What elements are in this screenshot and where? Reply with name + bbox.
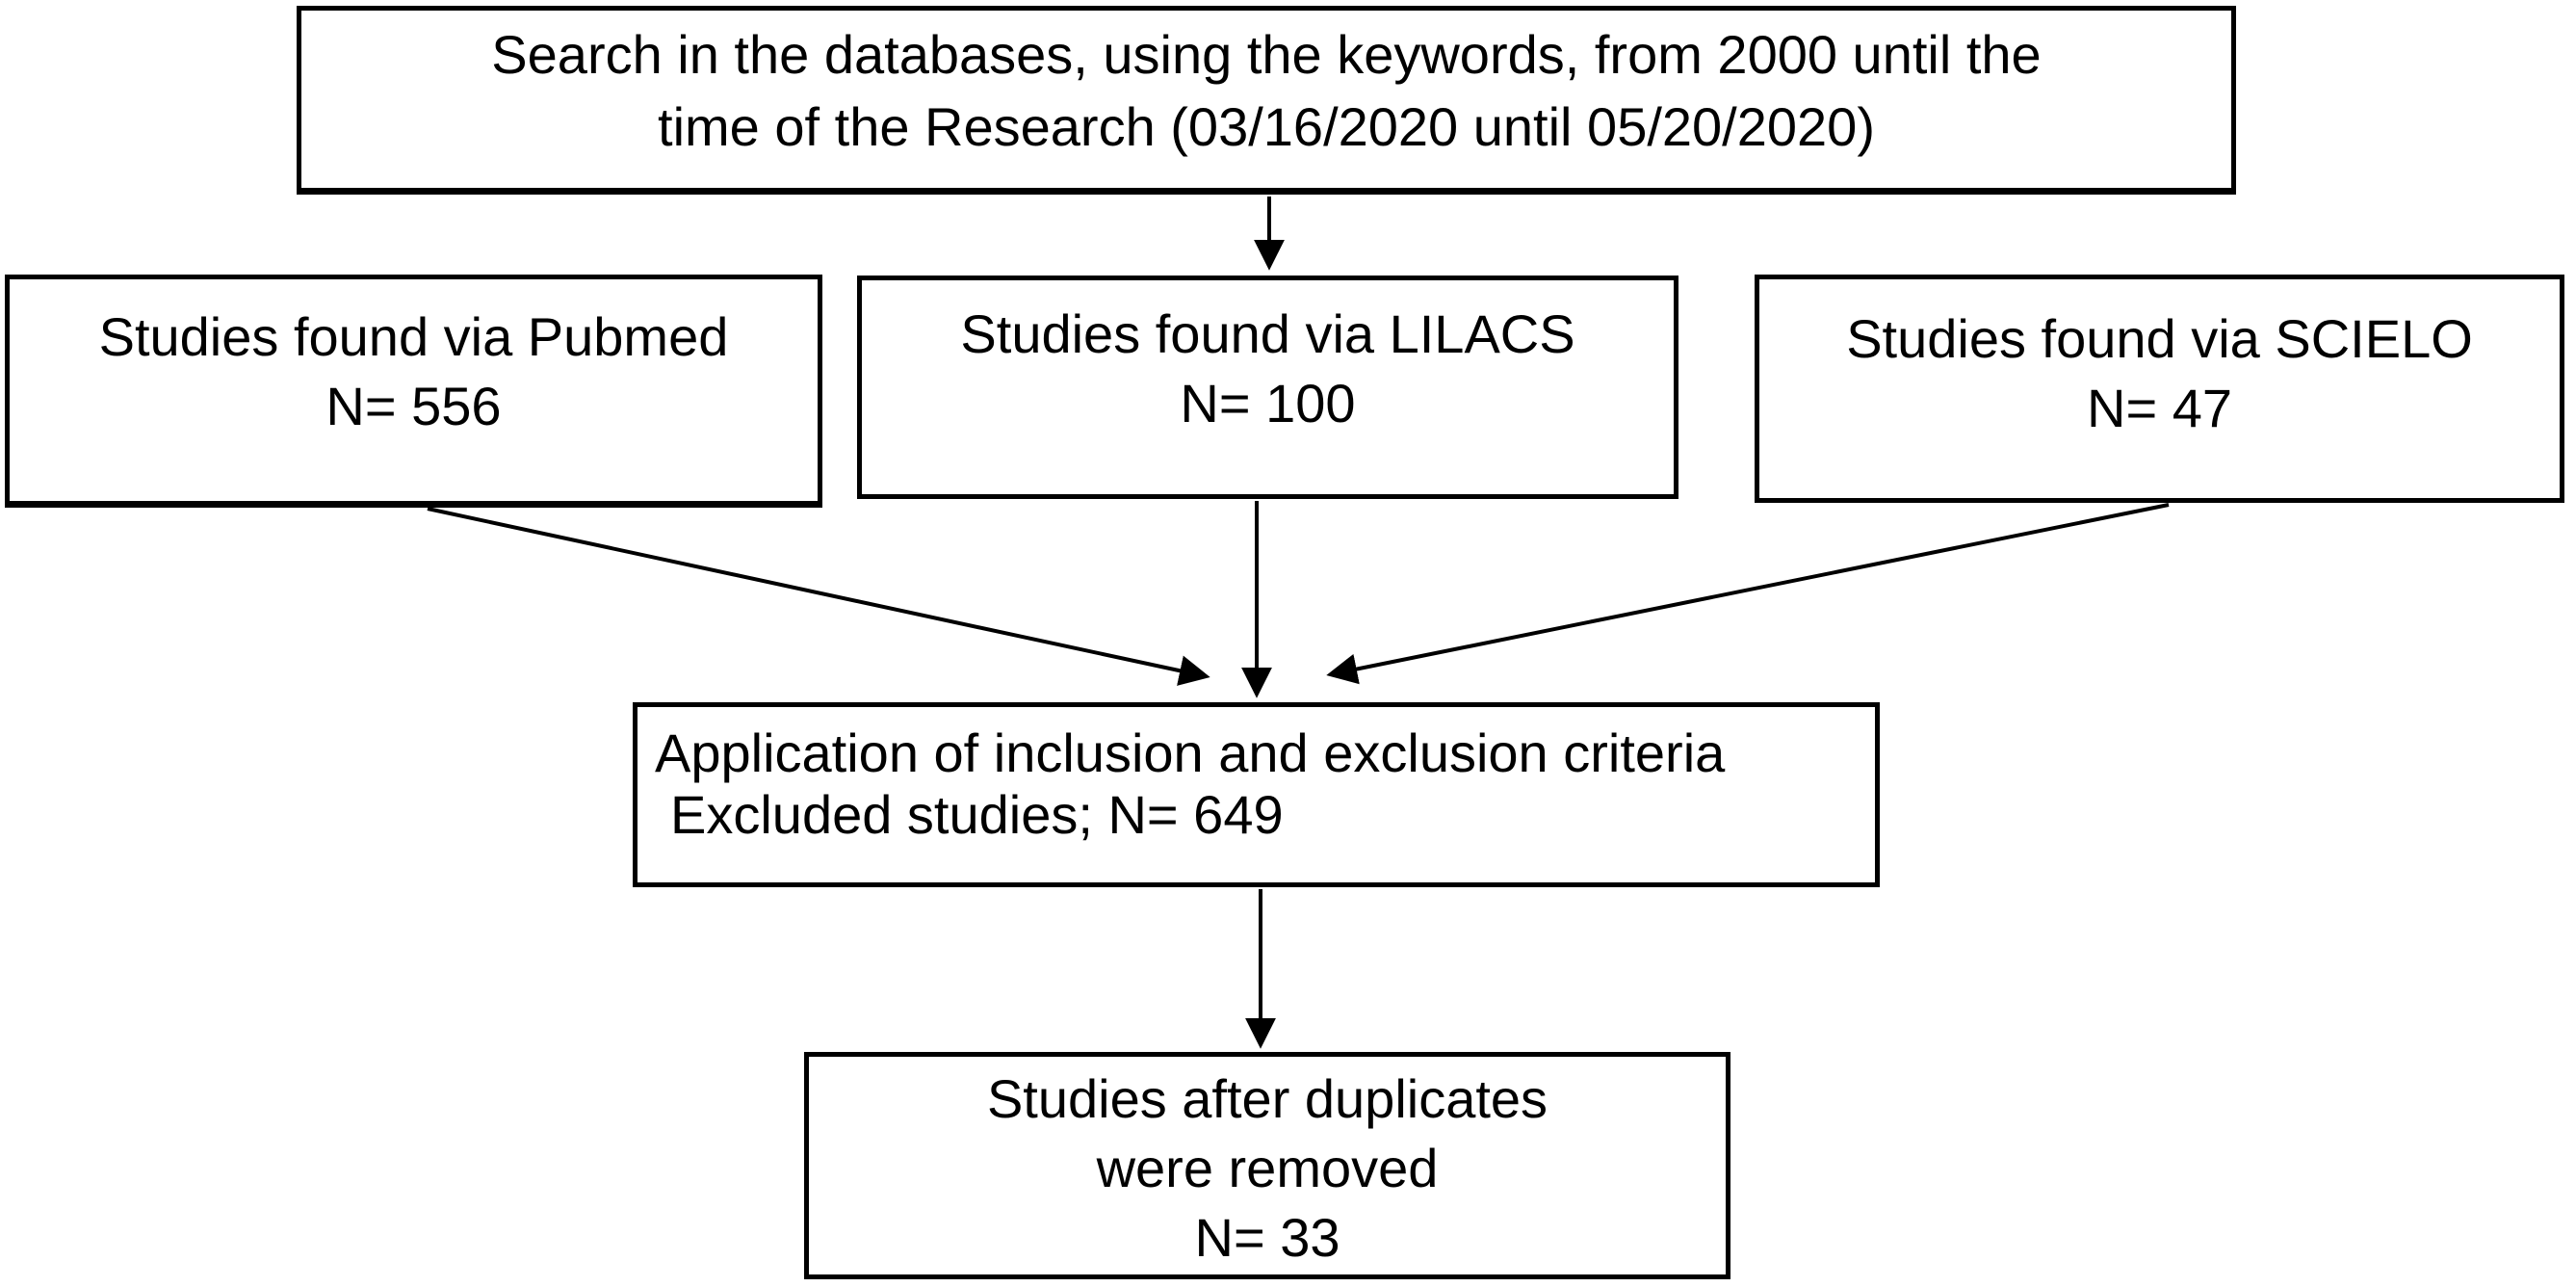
- scielo-box: Studies found via SCIELO N= 47: [1755, 275, 2564, 503]
- pubmed-box: Studies found via Pubmed N= 556: [5, 275, 822, 508]
- scielo-box-count: N= 47: [2087, 378, 2232, 438]
- criteria-box-line1: Application of inclusion and exclusion c…: [655, 722, 1726, 783]
- lilacs-box-label: Studies found via LILACS: [960, 303, 1575, 364]
- scielo-box-label: Studies found via SCIELO: [1846, 308, 2473, 369]
- duplicates-box-line1: Studies after duplicates: [986, 1068, 1548, 1129]
- lilacs-box-count: N= 100: [1180, 373, 1356, 433]
- search-box: Search in the databases, using the keywo…: [297, 6, 2236, 195]
- duplicates-box-line2: were removed: [1096, 1138, 1439, 1198]
- criteria-box-line2: Excluded studies; N= 649: [670, 784, 1284, 845]
- arrow-pubmed-to-criteria: [427, 507, 1210, 686]
- duplicates-box: Studies after duplicates were removed N=…: [804, 1052, 1730, 1279]
- pubmed-box-count: N= 556: [325, 376, 502, 436]
- pubmed-box-label: Studies found via Pubmed: [98, 306, 729, 367]
- criteria-box: Application of inclusion and exclusion c…: [633, 702, 1880, 887]
- search-box-line2: time of the Research (03/16/2020 until 0…: [658, 96, 1875, 157]
- arrow-scielo-to-criteria: [1326, 503, 2170, 685]
- lilacs-box: Studies found via LILACS N= 100: [857, 276, 1678, 499]
- search-box-line1: Search in the databases, using the keywo…: [491, 24, 2042, 85]
- duplicates-box-count: N= 33: [1194, 1207, 1340, 1268]
